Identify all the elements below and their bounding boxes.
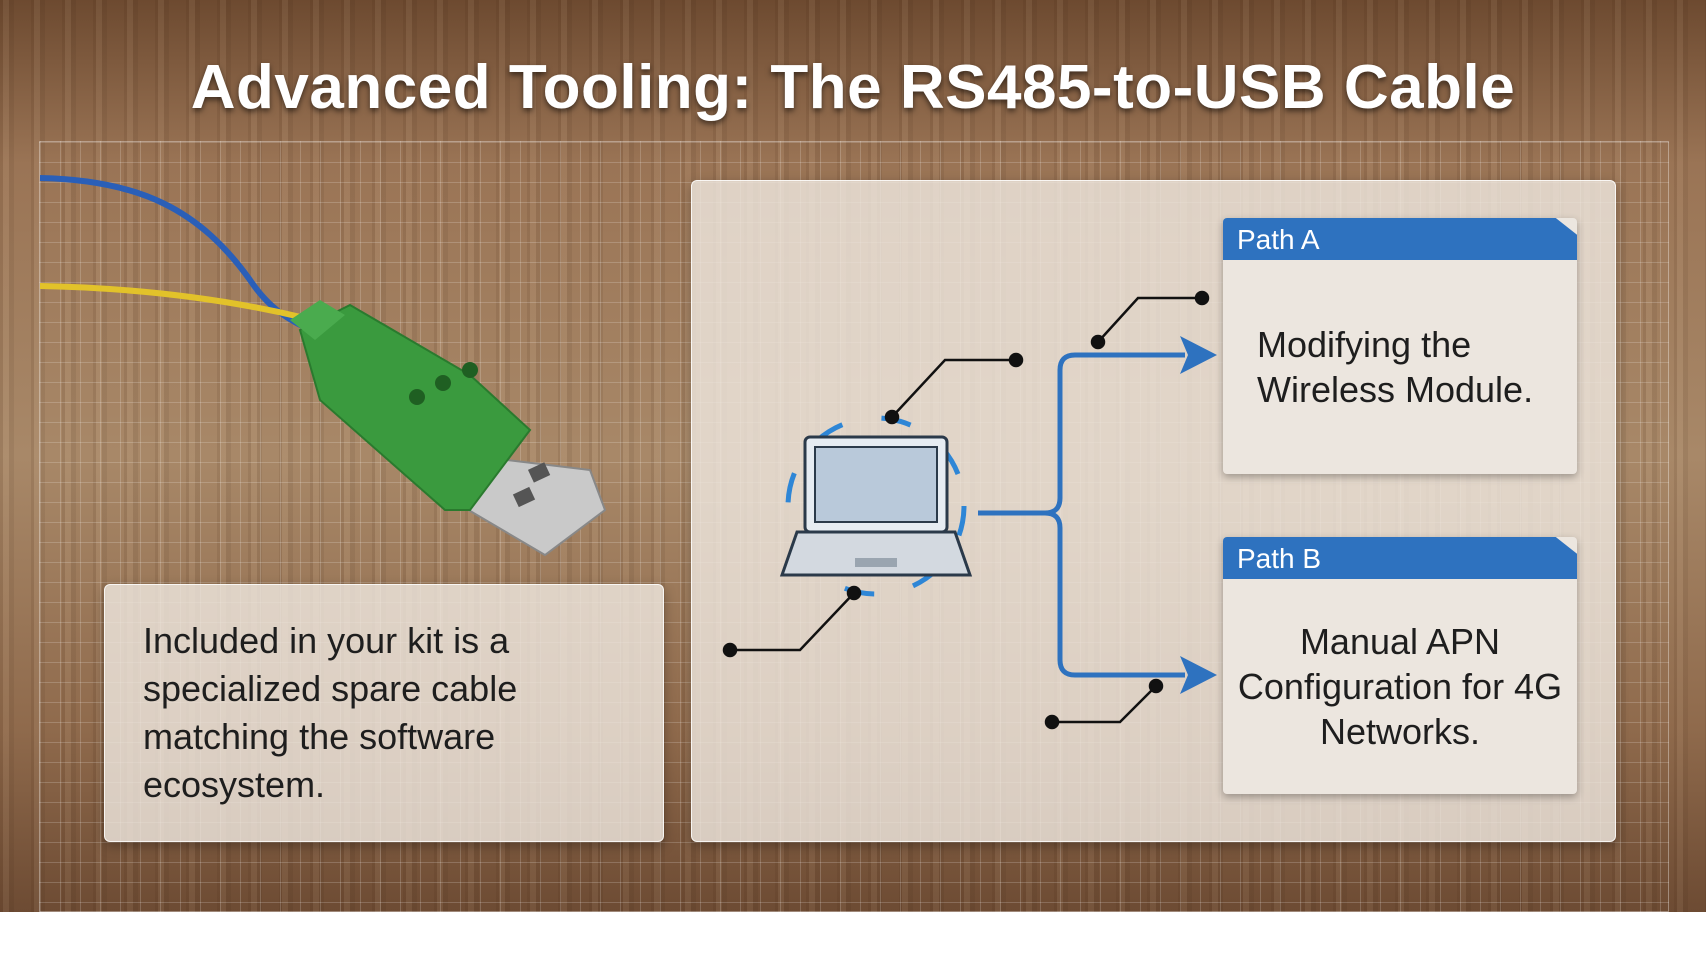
arrow-to-path-b-icon [1180,656,1217,694]
yellow-wire [39,283,306,321]
path-a-text: Modifying the Wireless Module. [1257,324,1534,410]
description-box: Included in your kit is a specialized sp… [104,584,664,842]
path-b-card: Path B Manual APN Configuration for 4G N… [1223,537,1577,794]
usb-cable-illustration [39,175,607,557]
callout-lines [722,290,1210,730]
path-b-text: Manual APN Configuration for 4G Networks… [1237,621,1563,752]
flow-diagram [722,290,1217,730]
description-text: Included in your kit is a specialized sp… [143,620,518,805]
path-a-label: Path A [1223,218,1577,260]
connector-lines [978,352,1185,678]
path-b-label: Path B [1223,537,1577,579]
page-title: Advanced Tooling: The RS485-to-USB Cable [190,53,1516,122]
path-a-card: Path A Modifying the Wireless Module. [1223,218,1577,474]
arrow-to-path-a-icon [1180,336,1217,374]
laptop-icon [779,415,973,597]
usb-connector-icon [290,300,607,557]
